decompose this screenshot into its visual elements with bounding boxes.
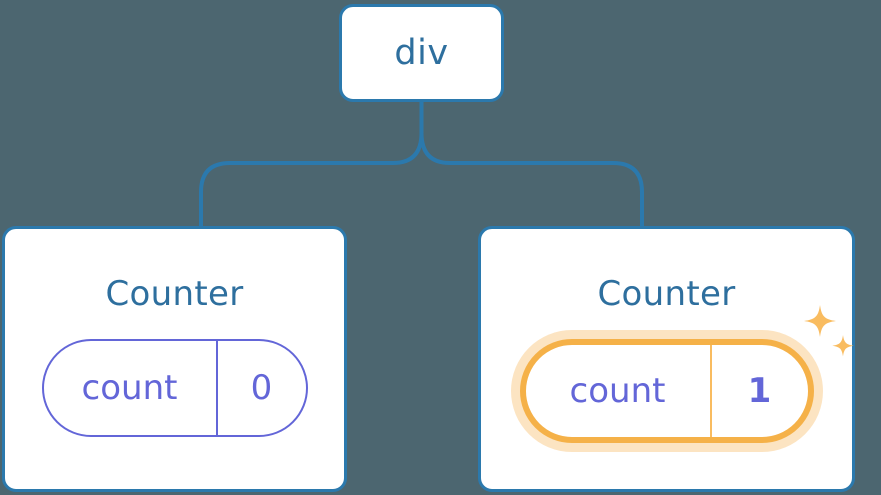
state-value-left: 0 — [250, 368, 273, 408]
node-div-label: div — [394, 32, 449, 73]
node-counter-right-title: Counter — [597, 274, 736, 314]
state-key-left: count — [81, 368, 178, 408]
state-value-right: 1 — [747, 371, 772, 411]
node-counter-left-title: Counter — [105, 274, 244, 314]
state-key-right: count — [569, 371, 666, 411]
state-pill-wrapper-right: count 1 — [519, 305, 854, 443]
node-counter-right[interactable]: Counter count 1 — [478, 226, 855, 492]
node-counter-left[interactable]: Counter count 0 — [2, 226, 347, 492]
sparkle-large-icon — [803, 305, 836, 337]
state-pill-right[interactable]: count 1 — [519, 339, 814, 443]
connector-to-right-counter — [419, 98, 644, 228]
state-pill-wrapper-left: count 0 — [41, 339, 308, 437]
state-pill-left[interactable]: count 0 — [41, 339, 308, 437]
connector-to-left-counter — [199, 98, 424, 228]
node-div[interactable]: div — [339, 4, 504, 102]
sparkle-small-icon — [831, 335, 854, 357]
state-pill-divider-right — [709, 345, 712, 437]
state-pill-divider-left — [215, 341, 218, 435]
